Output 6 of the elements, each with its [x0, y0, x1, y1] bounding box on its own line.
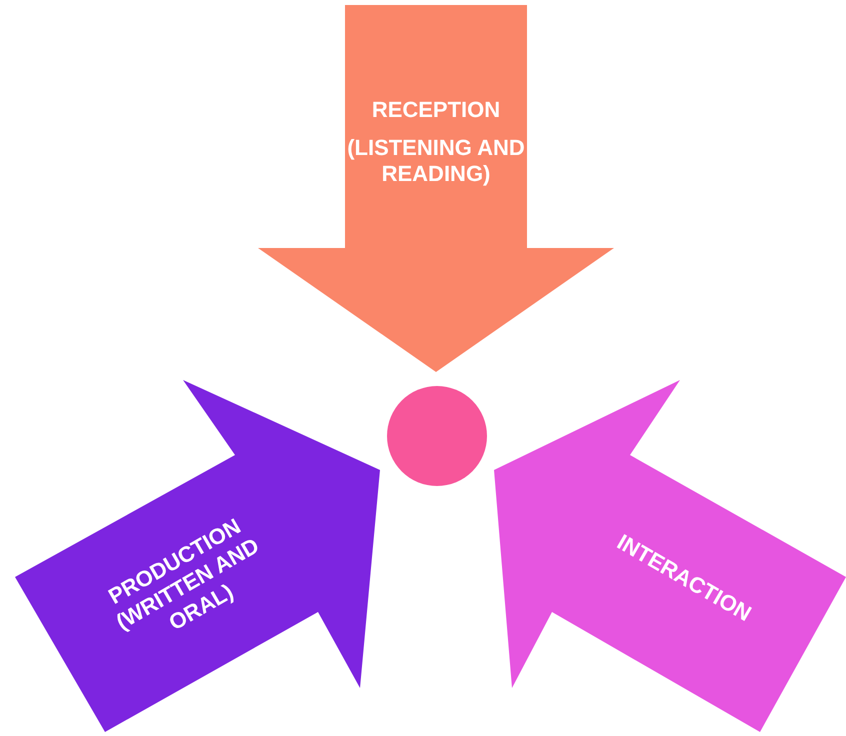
arrow-label: RECEPTION [370, 97, 502, 124]
block-arrow [15, 380, 380, 732]
block-arrow [494, 380, 846, 732]
arrow-label: (LISTENING AND READING) [346, 135, 526, 188]
circle [387, 386, 487, 486]
block-arrow [258, 5, 614, 372]
